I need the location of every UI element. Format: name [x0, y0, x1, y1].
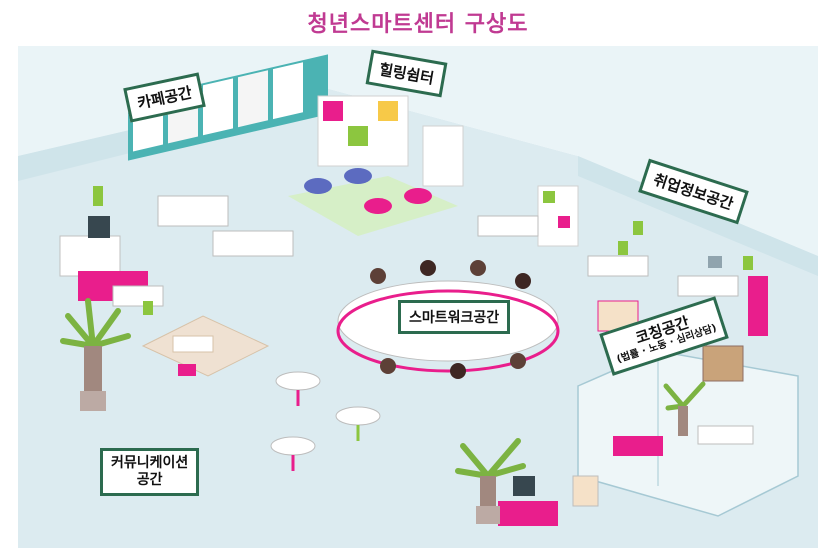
job-desks: [477, 215, 739, 297]
zone-sign-communication: 커뮤니케이션 공간: [100, 448, 200, 496]
zone-sign-smart-work: 스마트워크공간: [398, 300, 511, 334]
palm-plant-coaching: [663, 381, 706, 436]
sofa-lounge: [141, 315, 270, 377]
palm-plant-left: [60, 298, 131, 411]
shelves-healing: [317, 95, 464, 187]
bookshelves-cafe: [128, 54, 328, 161]
bottom-workstation: [498, 475, 599, 526]
floor-plan-illustration: 카페공간 힐링쉼터 취업정보공간 스마트워크공간 코칭공간 (법률 · 노동 ·…: [18, 46, 818, 548]
round-tables: [270, 371, 381, 471]
palm-plant-bottom: [455, 438, 526, 524]
zone-sign-communication-line2: 공간: [136, 471, 163, 488]
healing-lounge: [288, 168, 458, 236]
page-title: 청년스마트센터 구상도: [307, 12, 529, 37]
small-plants: [93, 186, 753, 315]
zone-sign-communication-line1: 커뮤니케이션: [111, 455, 189, 471]
cafe-tables: [112, 195, 294, 307]
